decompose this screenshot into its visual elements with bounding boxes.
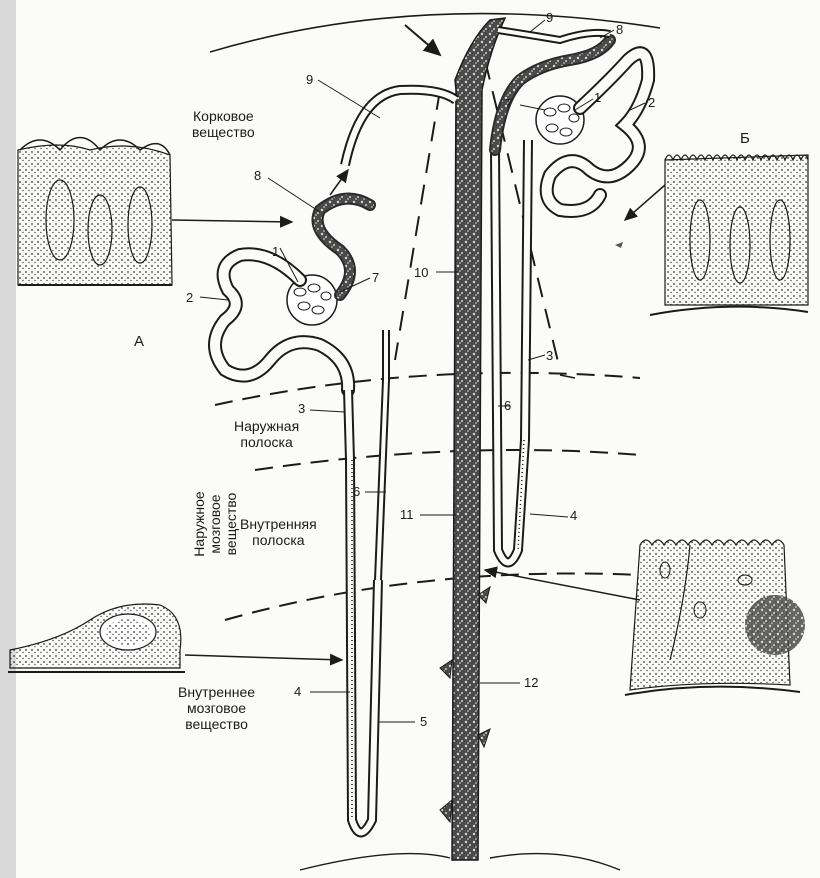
label-outer-medulla: Наружное мозговое вещество (191, 464, 239, 584)
label-num-7-right: 7 (505, 96, 512, 111)
cell-inset-collecting-duct (625, 540, 805, 695)
boundary-cortex-outer-stripe (215, 373, 640, 405)
boundary-outer-inner-medulla (225, 573, 640, 620)
arrow-inset-b (625, 185, 665, 220)
label-num-8-right: 8 (616, 22, 623, 37)
label-num-5-left: 5 (420, 714, 427, 729)
page-shadow (0, 0, 16, 878)
collecting-duct-branch-2 (440, 660, 452, 678)
proximal-convoluted-left-lumen (215, 254, 348, 390)
cell-inset-b (650, 155, 808, 315)
label-num-1-left: 1 (272, 244, 279, 259)
label-num-3-right: 3 (546, 348, 553, 363)
artifact-speck (615, 242, 623, 248)
arrow-inset-a (172, 220, 292, 222)
cell-inset-a (18, 138, 172, 286)
label-num-6-left: 6 (353, 484, 360, 499)
cell-inset-thin-limb (8, 604, 185, 672)
papilla-boundary-arc (300, 854, 450, 870)
dashed-vessel-left (395, 90, 440, 360)
label-num-4-right: 4 (570, 508, 577, 523)
label-num-7-left: 7 (372, 270, 379, 285)
label-cortex: Корковое вещество (192, 108, 255, 140)
label-num-3-left: 3 (298, 401, 305, 416)
label-num-1-right: 1 (594, 90, 601, 105)
label-num-2-left: 2 (186, 290, 193, 305)
label-inner-medulla: Внутреннее мозговое вещество (178, 684, 255, 732)
label-num-10: 10 (414, 265, 428, 280)
connecting-tubule-left (345, 90, 456, 165)
boundary-outer-inner-stripe (255, 450, 640, 470)
label-num-9-left: 9 (306, 72, 313, 87)
label-num-8-left: 8 (254, 168, 261, 183)
arrow-top-inflow (405, 25, 440, 55)
label-num-6-right: 6 (504, 398, 511, 413)
label-num-12: 12 (524, 675, 538, 690)
label-letter-a: А (134, 333, 144, 350)
papilla-boundary-arc-right (490, 854, 620, 870)
label-outer-stripe: Наружная полоска (234, 418, 299, 450)
collecting-duct-branch-3 (478, 729, 490, 747)
collecting-duct-branch-4 (440, 800, 452, 822)
label-inner-stripe: Внутренняя полоска (240, 516, 317, 548)
label-letter-b: Б (740, 130, 750, 147)
arrow-inset-thin-limb (185, 655, 342, 660)
label-num-2-right: 2 (648, 95, 655, 110)
label-num-9-right: 9 (546, 10, 553, 25)
arrow-right-flow (560, 375, 575, 378)
label-num-4-left: 4 (294, 684, 301, 699)
label-num-11: 11 (400, 507, 414, 522)
arrow-left-flow (330, 170, 348, 195)
